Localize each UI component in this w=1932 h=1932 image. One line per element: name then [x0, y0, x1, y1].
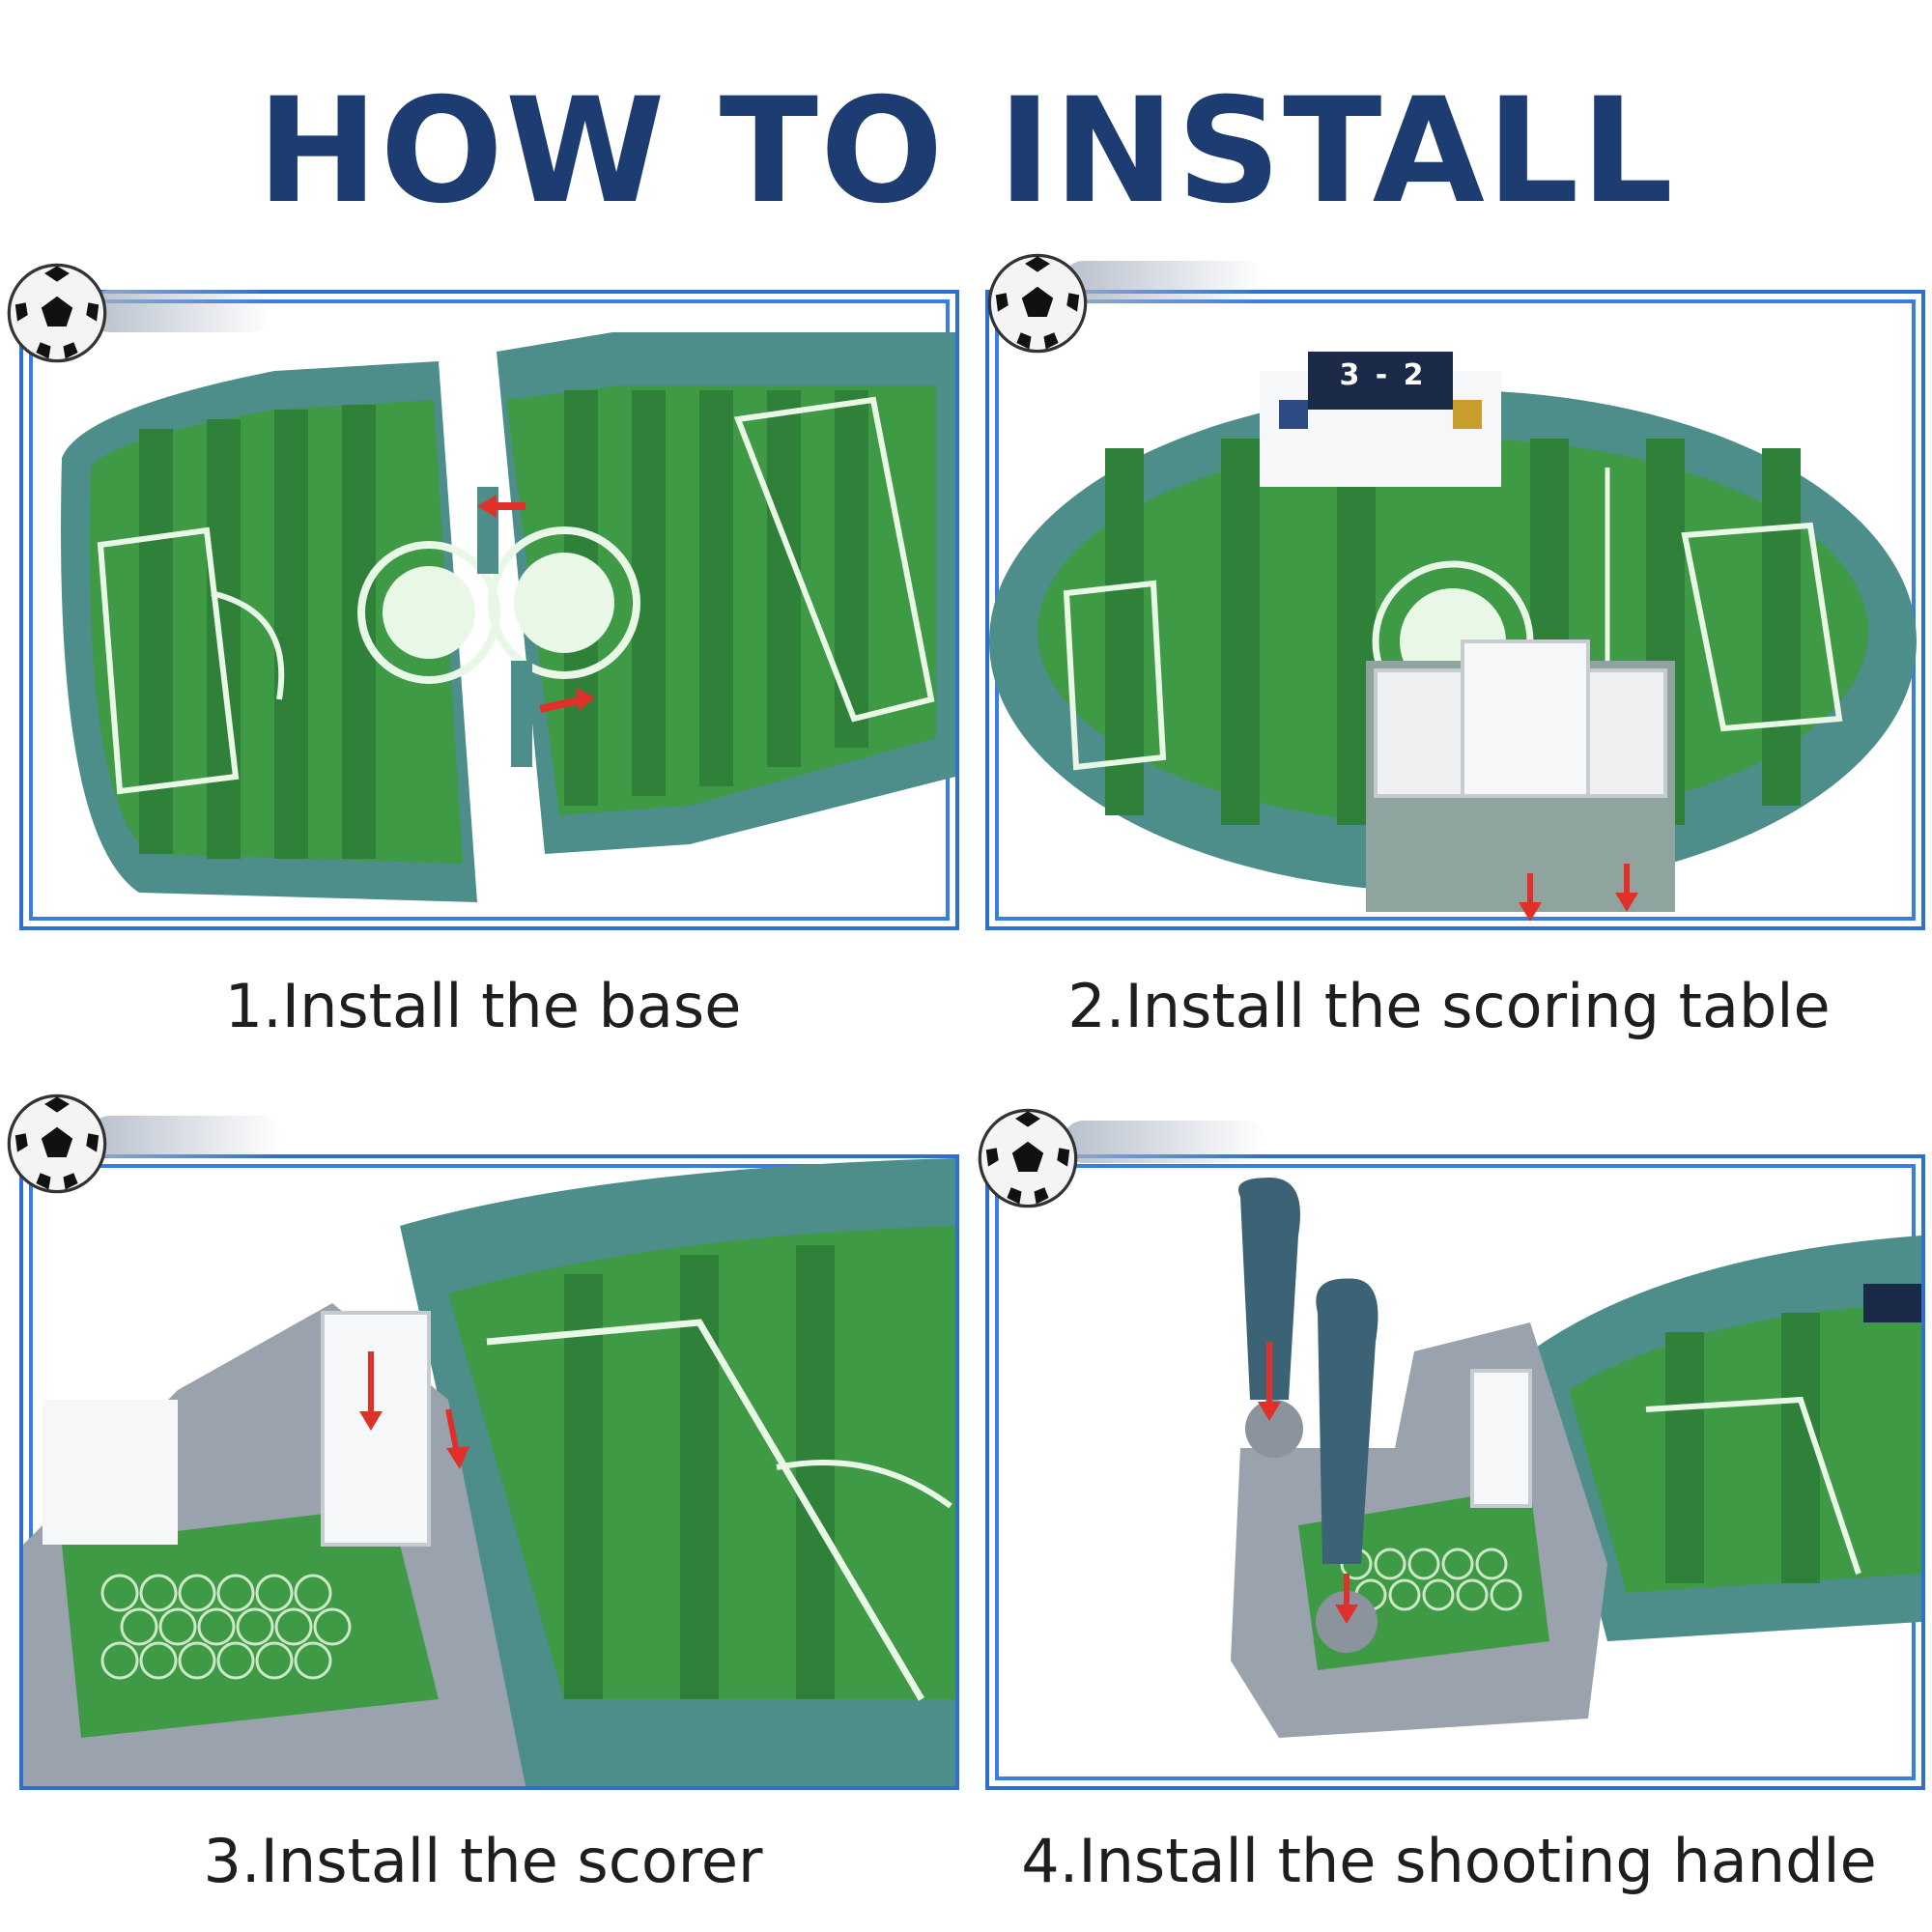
step-1-caption: 1.Install the base: [224, 971, 742, 1041]
soccer-ball-icon: [5, 1092, 109, 1196]
soccer-ball-icon: [5, 261, 109, 365]
soccer-ball-icon: [985, 251, 1090, 355]
scoreboard: 3 - 2: [1339, 358, 1424, 392]
motion-trail: [1063, 261, 1265, 303]
step-2-image: 3 - 2: [985, 290, 1925, 930]
step-4-caption: 4.Install the shooting handle: [1021, 1826, 1877, 1896]
soccer-ball-icon: [976, 1106, 1080, 1210]
motion-trail: [89, 1116, 282, 1158]
motion-trail: [1063, 1121, 1265, 1163]
motion-trail: [89, 290, 272, 332]
step-4-image: [985, 1154, 1925, 1790]
step-2-caption: 2.Install the scoring table: [1067, 971, 1831, 1041]
score-away: 2: [1403, 358, 1424, 392]
step-3-image: [19, 1154, 959, 1790]
step-1-image: [19, 290, 959, 930]
page-title: HOW TO INSTALL: [256, 68, 1676, 236]
step-3-caption: 3.Install the scorer: [203, 1826, 763, 1896]
score-home: 3: [1339, 358, 1360, 392]
